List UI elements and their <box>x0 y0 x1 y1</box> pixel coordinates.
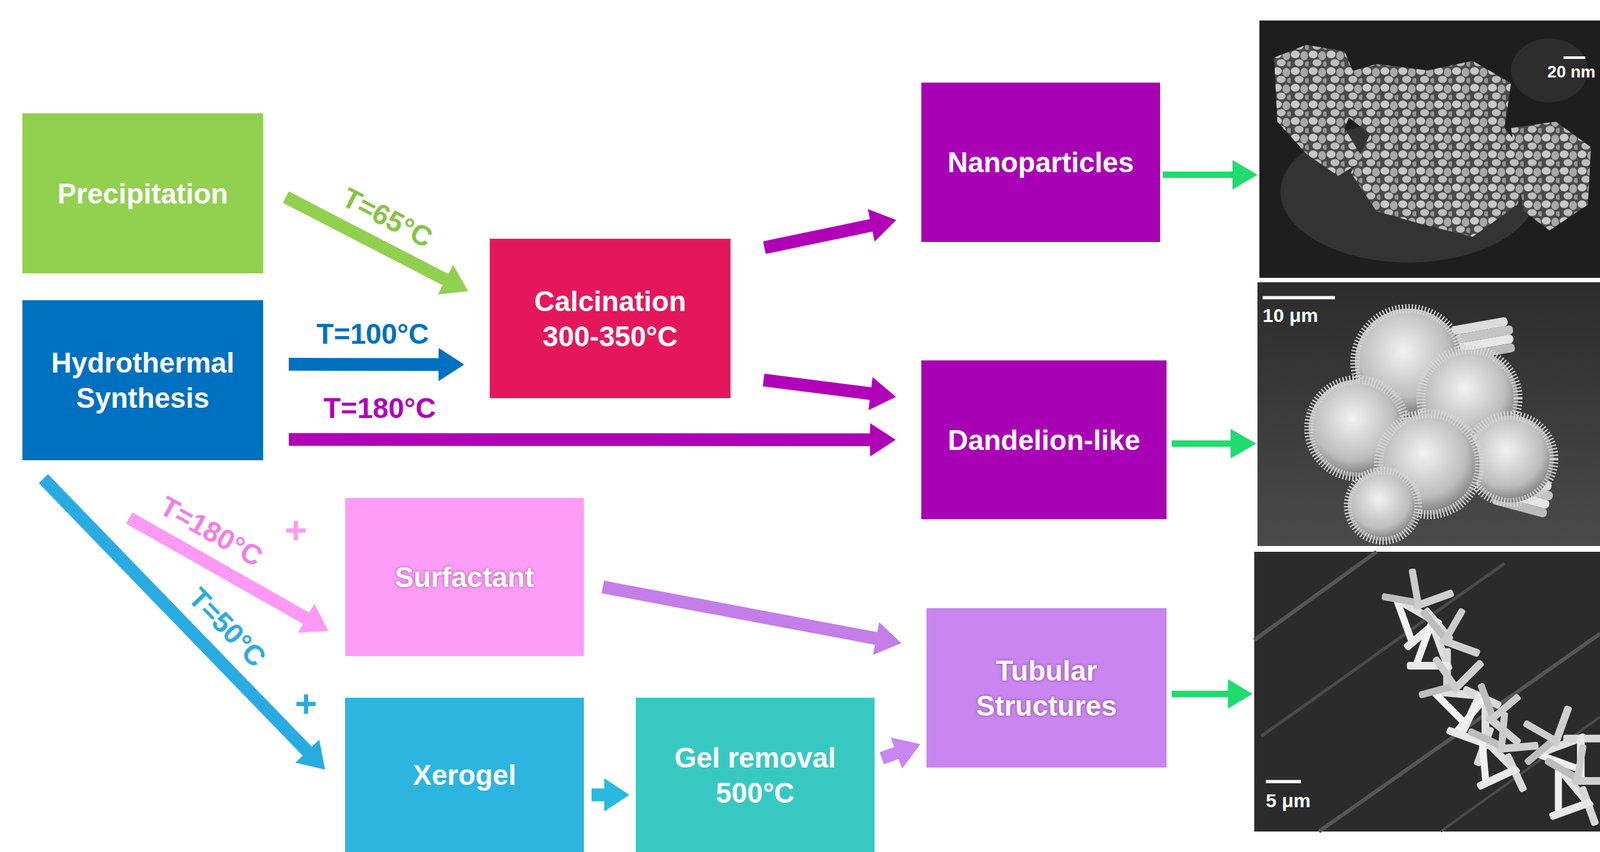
box-label: Dandelion-like <box>947 422 1141 458</box>
flow-arrow <box>879 737 921 769</box>
process-box: Tubular Structures <box>926 608 1167 768</box>
process-box: Dandelion-like <box>921 360 1167 520</box>
process-box: Precipitation <box>22 113 264 274</box>
box-label: Surfactant <box>395 559 535 595</box>
tubular-micrograph <box>1254 551 1600 837</box>
process-box: Surfactant <box>345 498 584 657</box>
box-label: Nanoparticles <box>947 144 1134 180</box>
flow-arrow <box>288 348 465 382</box>
box-label: Tubular Structures <box>945 653 1148 724</box>
image-pointer-arrow <box>1171 428 1257 459</box>
flow-arrow <box>601 580 902 655</box>
box-label: Calcination 300-350°C <box>509 283 712 355</box>
image-pointer-arrow <box>1162 160 1258 190</box>
box-label: Gel removal 500°C <box>654 740 856 811</box>
flow-arrow <box>763 209 897 255</box>
scale-bar-label: 10 μm <box>1262 304 1319 326</box>
plus-sign: + <box>294 683 317 726</box>
process-box: Gel removal 500°C <box>635 697 875 852</box>
process-box: Calcination 300-350°C <box>489 238 731 399</box>
flow-arrow <box>591 778 630 812</box>
process-box: Hydrothermal Synthesis <box>22 300 264 461</box>
flow-arrow <box>762 373 896 411</box>
scale-bar-label: 20 nm <box>1547 62 1596 82</box>
scale-bar-label: 5 μm <box>1265 790 1311 812</box>
dandelion-micrograph <box>1257 282 1600 547</box>
plus-sign: + <box>284 509 307 552</box>
box-label: Precipitation <box>57 176 229 212</box>
nanoparticle-micrograph <box>1259 20 1600 278</box>
process-box: Nanoparticles <box>921 82 1161 243</box>
flow-arrow <box>288 423 896 457</box>
process-box: Xerogel <box>345 697 584 852</box>
image-pointer-arrow <box>1171 679 1253 709</box>
box-label: Hydrothermal Synthesis <box>41 345 244 416</box>
flow-arrow <box>39 474 326 771</box>
box-label: Xerogel <box>412 757 517 793</box>
temperature-label: T=100°C <box>316 318 429 351</box>
temperature-label: T=180°C <box>323 392 436 425</box>
